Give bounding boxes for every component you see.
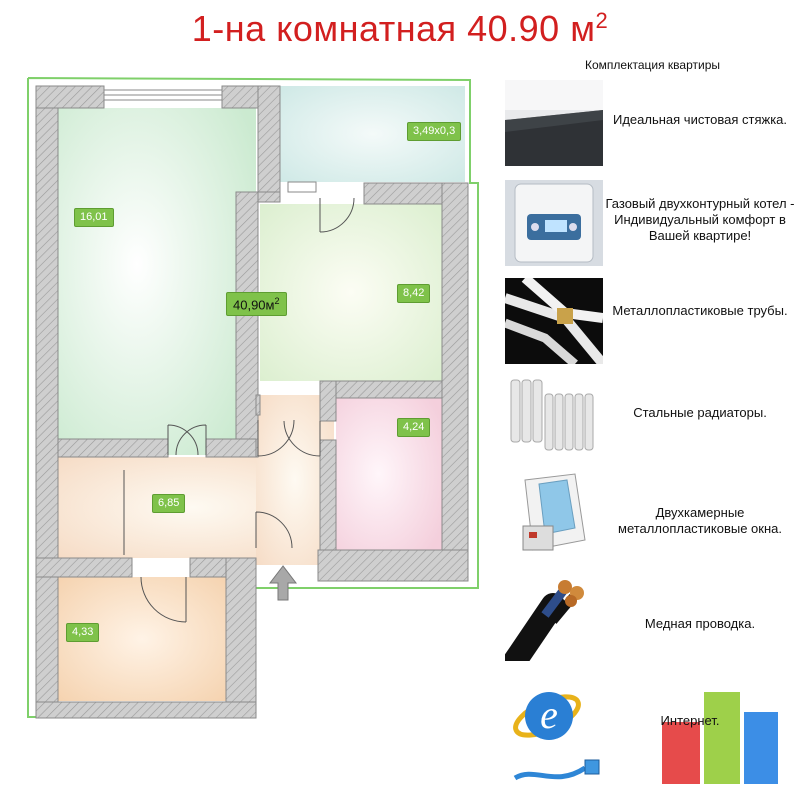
pipes-icon — [505, 278, 603, 364]
room-label-hall: 6,85 — [152, 494, 186, 513]
feature-text-internet: Интернет. — [660, 713, 720, 728]
room-area-kitchen: 8,42 — [403, 287, 425, 299]
walls — [35, 85, 469, 719]
room-label-living: 16,01 — [74, 208, 114, 227]
feature-text-radiators: Стальные радиаторы. — [633, 405, 767, 420]
room-area-hall: 6,85 — [158, 497, 180, 509]
feature-text-pipes: Металлопластиковые трубы. — [612, 303, 788, 318]
feature-text-boiler: Газовый двухконтурный котел - Индивидуал… — [605, 196, 795, 243]
room-living — [58, 108, 256, 455]
window-profile-icon — [505, 470, 603, 556]
room-label-storage: 4,33 — [66, 623, 100, 642]
total-area-label: 40,90м2 — [226, 292, 287, 317]
radiator-icon — [505, 372, 603, 458]
total-area-value: 40,90м — [233, 297, 275, 313]
copper-cable-icon — [505, 575, 603, 661]
buildings-logo — [662, 692, 778, 784]
total-area-exponent: 2 — [274, 296, 280, 306]
svg-text:e: e — [540, 692, 558, 737]
floor-screed-icon — [505, 80, 603, 166]
page-title: 1-на комнатная 40.90 м2 — [0, 8, 800, 50]
room-area-living: 16,01 — [80, 211, 108, 223]
room-area-bathroom: 4,24 — [403, 421, 425, 433]
room-area-storage: 4,33 — [72, 626, 94, 638]
feature-text-cable: Медная проводка. — [644, 616, 756, 631]
doors — [123, 197, 355, 623]
windows — [103, 89, 317, 193]
title-text: 1-на комнатная 40.90 м — [191, 8, 596, 49]
internet-icon: e — [505, 668, 603, 796]
feature-text-screed: Идеальная чистовая стяжка. — [612, 112, 788, 127]
gas-boiler-icon — [505, 180, 603, 266]
room-label-bathroom: 4,24 — [397, 418, 431, 437]
entrance-arrow-icon — [268, 565, 298, 601]
feature-text-windows: Двухкамерные металлопластиковые окна. — [618, 505, 782, 536]
room-label-kitchen: 8,42 — [397, 284, 431, 303]
features-header: Комплектация квартиры — [585, 58, 720, 72]
title-unit-exponent: 2 — [595, 8, 609, 33]
room-area-balcony: 3,49x0,3 — [413, 125, 456, 137]
room-label-balcony: 3,49x0,3 — [407, 122, 462, 141]
